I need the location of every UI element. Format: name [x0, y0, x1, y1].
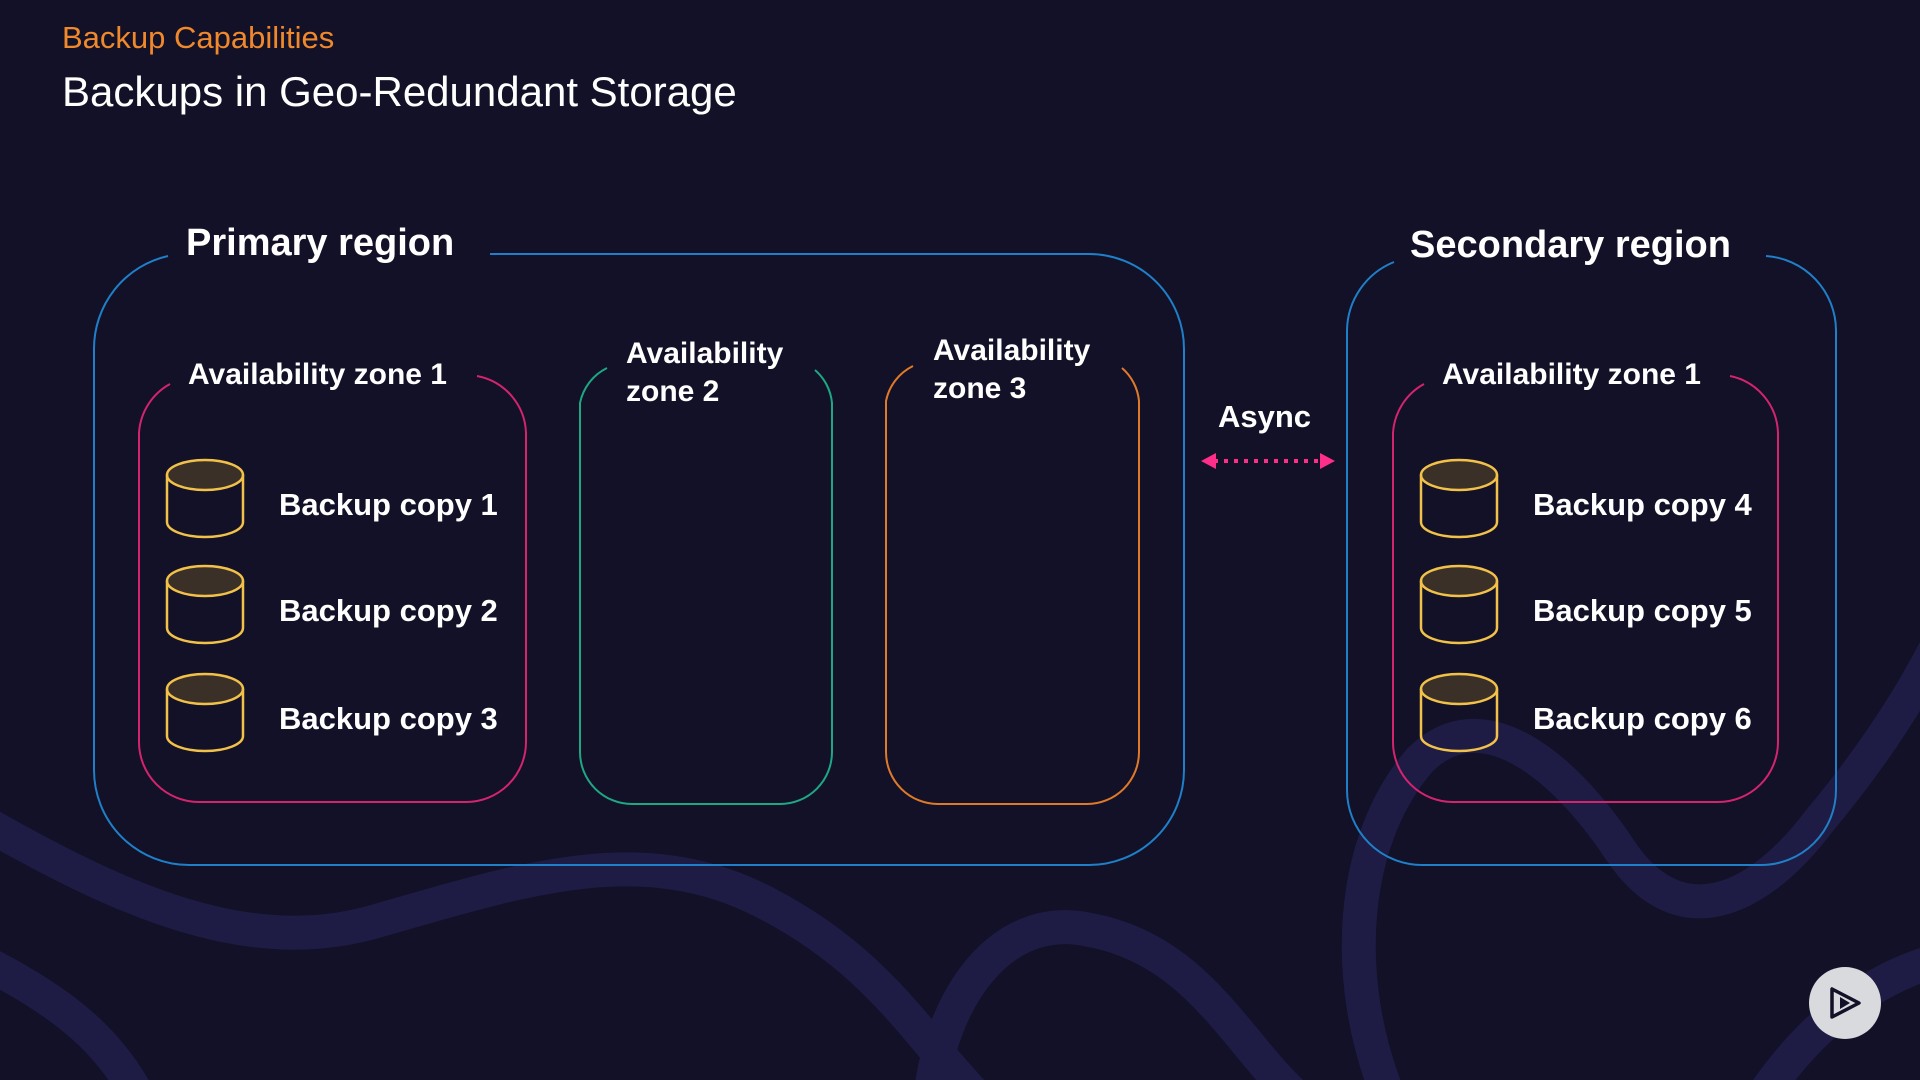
zone2-label-line1: Availability [626, 337, 784, 370]
zone3-border [885, 365, 1140, 805]
database-icon [1419, 672, 1499, 753]
zone3-label: Availability zone 3 [933, 332, 1090, 408]
zone2-label-line2: zone 2 [626, 375, 720, 408]
secondary-region-label: Secondary region [1410, 224, 1731, 266]
backup-copy-label: Backup copy 4 [1533, 487, 1752, 522]
zone3-label-line1: Availability [933, 334, 1091, 367]
secondary-zone1-label: Availability zone 1 [1442, 358, 1701, 391]
database-icon [165, 458, 245, 539]
primary-zone1-border [138, 375, 527, 803]
database-icon [165, 672, 245, 753]
backup-copy-label: Backup copy 3 [279, 701, 498, 736]
primary-zone1-label: Availability zone 1 [188, 358, 447, 391]
play-icon [1830, 987, 1861, 1019]
primary-region-label: Primary region [186, 222, 455, 264]
database-icon [1419, 458, 1499, 539]
secondary-zone1-border [1392, 375, 1779, 803]
slide-title: Backups in Geo-Redundant Storage [62, 68, 737, 115]
backup-copy-label: Backup copy 6 [1533, 701, 1752, 736]
backup-copy-label: Backup copy 2 [279, 593, 498, 628]
primary-region-border [92, 253, 1185, 866]
zone3-label-line2: zone 3 [933, 372, 1027, 405]
slide-subtitle: Backup Capabilities [62, 20, 335, 55]
double-arrow-icon [1201, 453, 1335, 469]
secondary-region-border [1346, 255, 1837, 866]
backup-copy-label: Backup copy 1 [279, 487, 498, 522]
play-button[interactable] [1809, 967, 1881, 1039]
database-icon [165, 564, 245, 645]
zone2-label: Availability zone 2 [626, 335, 783, 411]
database-icon [1419, 564, 1499, 645]
zone2-border [579, 367, 833, 805]
backup-copy-label: Backup copy 5 [1533, 593, 1752, 628]
async-label: Async [1218, 399, 1312, 434]
